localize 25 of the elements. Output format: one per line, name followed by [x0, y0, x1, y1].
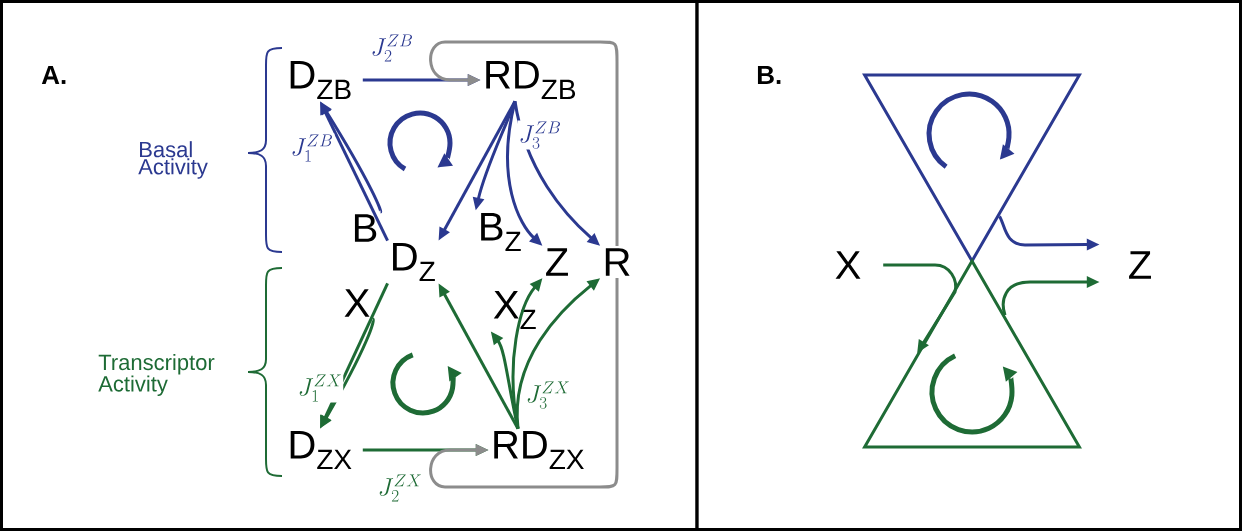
species-label: RD$_{ZX}$ [494, 430, 584, 470]
edge-label: $J^{ZB}_{2}$ [369, 33, 415, 63]
group-label: Transcriptor Activity [98, 354, 215, 396]
species-label: Z [1129, 251, 1151, 279]
edge-label: $J^{ZX}_{2}$ [376, 473, 424, 503]
panel-label: B. [757, 66, 781, 84]
species-label: B [354, 214, 377, 242]
species-label: D$_{Z}$ [393, 242, 435, 282]
edge-label: $J^{ZB}_{1}$ [289, 133, 335, 163]
arrow [429, 40, 619, 247]
species-label: RD$_{ZB}$ [486, 60, 576, 100]
group-label: Basal Activity [138, 141, 208, 179]
edge-label: $J^{ZB}_{3}$ [517, 120, 563, 150]
species-label: R [605, 248, 630, 276]
arrow [429, 277, 619, 489]
species-label: X$_{Z}$ [493, 290, 536, 330]
species-label: Z [546, 248, 568, 276]
edge-label: $J^{ZX}_{3}$ [524, 380, 572, 410]
species-label: X [835, 251, 861, 279]
panel-label: A. [41, 66, 66, 84]
species-label: X [344, 289, 370, 317]
edge-label: $J^{ZX}_{1}$ [296, 373, 344, 403]
species-label: B$_{Z}$ [481, 212, 521, 252]
species-label: D$_{ZX}$ [290, 430, 352, 470]
species-label: D$_{ZB}$ [290, 60, 351, 100]
